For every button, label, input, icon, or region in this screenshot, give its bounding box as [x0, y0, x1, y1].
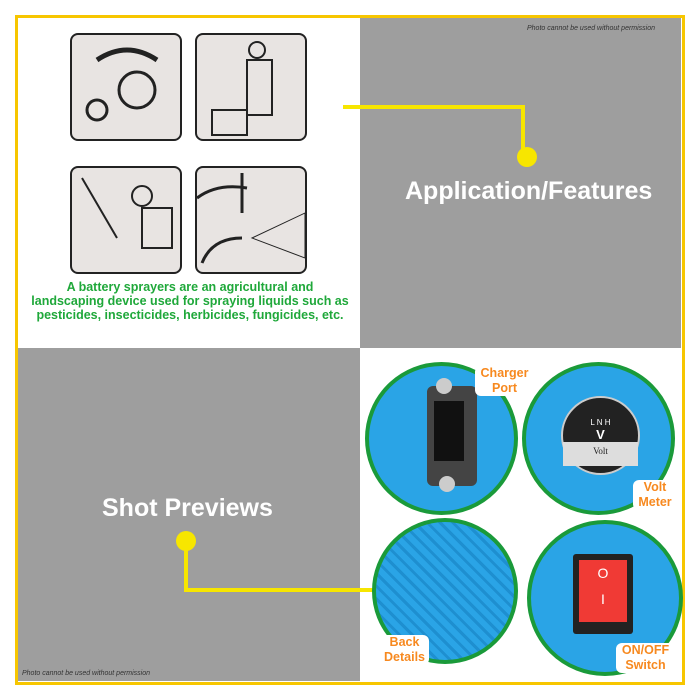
back-details-photo — [372, 518, 518, 664]
application-title: Application/Features — [405, 177, 653, 205]
watermark: Photo cannot be used without permission — [527, 25, 656, 32]
switch-on-symbol: I — [601, 591, 605, 607]
instruction-image-open-cap — [70, 33, 182, 141]
connector-line — [343, 105, 525, 109]
instruction-image-spraying — [70, 166, 182, 274]
label-volt-meter: Volt Meter — [633, 480, 677, 510]
connector-line — [184, 540, 188, 592]
meter-unit: V — [596, 427, 605, 442]
meter-caption: Volt — [563, 442, 638, 466]
product-description: A battery sprayers are an agricultural a… — [31, 280, 349, 322]
frame — [15, 15, 685, 685]
label-charger-port: Charger Port — [475, 366, 534, 396]
meter-marks: L N H — [590, 418, 611, 427]
connector-dot — [517, 147, 537, 167]
previews-title: Shot Previews — [102, 494, 273, 522]
previews-panel — [18, 348, 360, 681]
switch-photo: O I — [527, 520, 683, 676]
label-back-details: Back Details — [380, 635, 429, 665]
instruction-image-fill-tank — [195, 33, 307, 141]
application-panel — [360, 18, 681, 348]
volt-meter-dial: L N H V Volt — [561, 396, 640, 475]
connector-line — [184, 588, 374, 592]
volt-meter-photo: L N H V Volt — [522, 362, 675, 515]
connector-line — [521, 105, 525, 157]
instruction-image-nozzle — [195, 166, 307, 274]
label-switch: ON/OFF Switch — [616, 643, 675, 673]
watermark: Photo cannot be used without permission — [22, 670, 151, 677]
switch-off-symbol: O — [597, 565, 609, 581]
power-switch: O I — [573, 554, 633, 634]
